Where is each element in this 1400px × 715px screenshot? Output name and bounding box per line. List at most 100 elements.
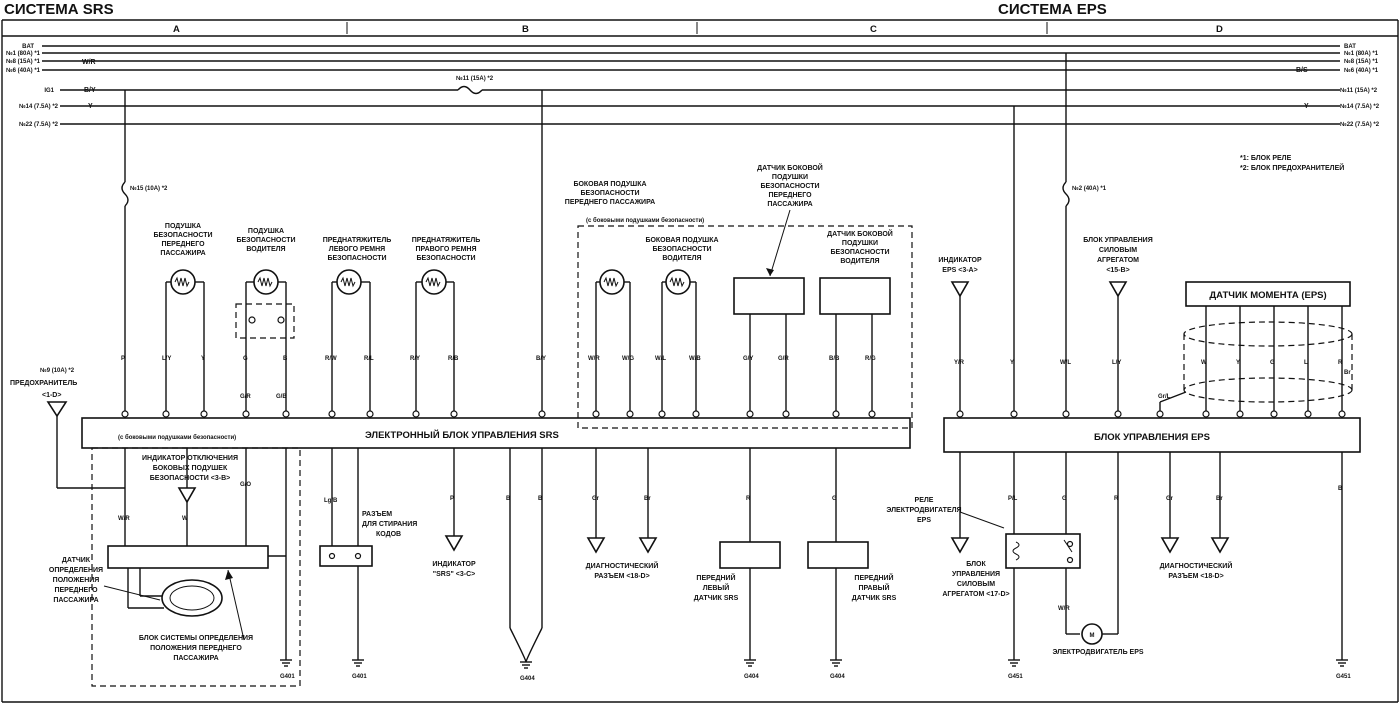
svg-text:№15 (10A) *2: №15 (10A) *2: [130, 185, 168, 192]
srs-control-unit: [81, 417, 911, 449]
svg-text:ПАССАЖИРА: ПАССАЖИРА: [767, 201, 812, 208]
pcm-bottom: БЛОК УПРАВЛЕНИЯ СИЛОВЫМ АГРЕГАТОМ <17-D>: [942, 452, 1010, 598]
svg-text:ПОЛОЖЕНИЯ ПЕРЕДНЕГО: ПОЛОЖЕНИЯ ПЕРЕДНЕГО: [150, 645, 242, 652]
svg-text:R/L: R/L: [364, 356, 374, 362]
right-pretensioner: ПРЕДНАТЯЖИТЕЛЬ ПРАВОГО РЕМНЯ БЕЗОПАСНОСТ…: [412, 237, 481, 418]
front-right-sensor: G ПЕРЕДНИЙ ПРАВЫЙ ДАТЧИК SRS: [807, 448, 897, 660]
svg-text:"SRS" <3-C>: "SRS" <3-C>: [433, 571, 475, 578]
svg-text:Br: Br: [644, 496, 651, 502]
svg-text:R/B: R/B: [448, 356, 459, 362]
svg-text:БЕЗОПАСНОСТИ <3-B>: БЕЗОПАСНОСТИ <3-B>: [150, 475, 231, 482]
eps-indicator: ИНДИКАТОР EPS <3-A>: [938, 257, 982, 418]
svg-text:СИЛОВЫМ: СИЛОВЫМ: [1099, 247, 1137, 254]
fuse-symbol-top: [457, 85, 483, 95]
position-unit: W/R W G/O ДАТЧИК ОПРЕДЕЛЕНИЯ ПОЛОЖЕНИЯ П…: [49, 448, 287, 662]
eps-ground: B: [1338, 452, 1343, 660]
svg-text:Y: Y: [201, 356, 205, 362]
eps-feeds: №2 (40A) *1: [1013, 53, 1107, 418]
svg-text:L/Y: L/Y: [162, 356, 171, 362]
svg-text:ПЕРЕДНЕГО: ПЕРЕДНЕГО: [161, 241, 205, 248]
svg-text:ИНДИКАТОР: ИНДИКАТОР: [432, 561, 476, 568]
srs-unit-note: (с боковыми подушками безопасности): [118, 434, 236, 441]
svg-text:ЛЕВЫЙ: ЛЕВЫЙ: [703, 583, 730, 592]
erase-connector: Lg/B РАЗЪЕМ ДЛЯ СТИРАНИЯ КОДОВ: [319, 448, 417, 660]
eps-unit-top-pins: [956, 410, 1346, 418]
svg-text:ПРЕДНАТЯЖИТЕЛЬ: ПРЕДНАТЯЖИТЕЛЬ: [412, 237, 481, 244]
svg-text:№14 (7.5A) *2: №14 (7.5A) *2: [1340, 103, 1380, 110]
svg-text:ДИАГНОСТИЧЕСКИЙ: ДИАГНОСТИЧЕСКИЙ: [1160, 561, 1233, 570]
svg-text:№22 (7.5A) *2: №22 (7.5A) *2: [1340, 121, 1380, 128]
column-label-a: A: [173, 24, 180, 35]
svg-text:КОДОВ: КОДОВ: [376, 531, 401, 538]
svg-text:ЭЛЕКТРОДВИГАТЕЛЬ EPS: ЭЛЕКТРОДВИГАТЕЛЬ EPS: [1052, 649, 1143, 656]
note-fuse-block: *2: БЛОК ПРЕДОХРАНИТЕЛЕЙ: [1240, 163, 1344, 172]
svg-text:№11 (15A) *2: №11 (15A) *2: [1340, 87, 1378, 94]
driver-airbag: ПОДУШКА БЕЗОПАСНОСТИ ВОДИТЕЛЯ G/R G/B: [235, 228, 296, 418]
svg-text:R/W: R/W: [325, 356, 337, 362]
svg-text:БЛОК: БЛОК: [966, 561, 986, 568]
ground-g401-b: [352, 659, 364, 667]
svg-text:G451: G451: [1336, 674, 1351, 680]
ground-g404-b: [744, 659, 756, 667]
svg-text:P/L: P/L: [1008, 496, 1018, 502]
svg-text:W/L: W/L: [1060, 360, 1071, 366]
svg-text:БЕЗОПАСНОСТИ: БЕЗОПАСНОСТИ: [236, 237, 295, 244]
svg-text:B: B: [538, 496, 543, 502]
svg-text:B/Y: B/Y: [84, 87, 96, 94]
svg-text:EPS <3-A>: EPS <3-A>: [942, 267, 977, 274]
svg-text:R/Y: R/Y: [410, 356, 420, 362]
svg-text:Gr: Gr: [592, 496, 600, 502]
svg-text:W/R: W/R: [1058, 606, 1070, 612]
svg-text:БЛОК СИСТЕМЫ ОПРЕДЕЛЕНИЯ: БЛОК СИСТЕМЫ ОПРЕДЕЛЕНИЯ: [139, 635, 253, 642]
svg-text:Br: Br: [1216, 496, 1223, 502]
svg-text:ДАТЧИК МОМЕНТА (EPS): ДАТЧИК МОМЕНТА (EPS): [1209, 290, 1326, 301]
svg-text:W/R: W/R: [82, 59, 96, 66]
svg-text:ВОДИТЕЛЯ: ВОДИТЕЛЯ: [840, 258, 879, 265]
svg-text:EPS: EPS: [917, 517, 931, 524]
svg-text:ИНДИКАТОР: ИНДИКАТОР: [938, 257, 982, 264]
svg-text:БЕЗОПАСНОСТИ: БЕЗОПАСНОСТИ: [830, 249, 889, 256]
passenger-airbag-squib: [170, 269, 196, 295]
svg-text:ПАССАЖИРА: ПАССАЖИРА: [160, 250, 205, 257]
svg-text:ПЕРЕДНЕГО: ПЕРЕДНЕГО: [54, 587, 98, 594]
svg-text:ДАТЧИК SRS: ДАТЧИК SRS: [852, 595, 897, 602]
srs-ground-twisted: B B: [506, 448, 543, 663]
svg-text:G: G: [832, 496, 837, 502]
eps-motor-relay: P/L G W/R M R ЭЛЕКТРОДВИГАТЕЛЬ EPS РЕЛЕ …: [886, 452, 1144, 660]
srs-indicator: P ИНДИКАТОР "SRS" <3-C>: [432, 448, 476, 578]
svg-text:ДИАГНОСТИЧЕСКИЙ: ДИАГНОСТИЧЕСКИЙ: [586, 561, 659, 570]
svg-text:№6 (40A) *1: №6 (40A) *1: [1344, 67, 1379, 74]
svg-text:№2 (40A) *1: №2 (40A) *1: [1072, 185, 1107, 192]
note-relay-block: *1: БЛОК РЕЛЕ: [1240, 155, 1292, 162]
svg-text:W: W: [182, 516, 188, 522]
svg-text:B/Y: B/Y: [536, 356, 546, 362]
side-sensor-passenger: ДАТЧИК БОКОВОЙ ПОДУШКИ БЕЗОПАСНОСТИ ПЕРЕ…: [733, 163, 823, 418]
svg-text:W/L: W/L: [655, 356, 666, 362]
svg-text:ПЕРЕДНЕГО: ПЕРЕДНЕГО: [768, 192, 812, 199]
svg-text:ПРЕДОХРАНИТЕЛЬ: ПРЕДОХРАНИТЕЛЬ: [10, 380, 77, 387]
eps-top-wire-labels: Y/R Y W/L L/Y W Y G L R Br: [954, 360, 1351, 376]
side-airbag-option-region: [577, 225, 913, 429]
svg-text:P: P: [121, 356, 125, 362]
svg-text:Y: Y: [88, 103, 93, 110]
svg-text:G404: G404: [520, 676, 535, 682]
svg-text:G: G: [1270, 360, 1275, 366]
svg-text:B: B: [506, 496, 511, 502]
svg-text:BAT: BAT: [22, 44, 34, 50]
svg-text:ДАТЧИК БОКОВОЙ: ДАТЧИК БОКОВОЙ: [757, 163, 823, 172]
svg-text:Y: Y: [1304, 103, 1309, 110]
svg-text:M: M: [1090, 633, 1095, 639]
svg-text:Br: Br: [1344, 370, 1351, 376]
svg-text:R: R: [746, 496, 751, 502]
torque-sensor: ДАТЧИК МОМЕНТА (EPS) Gr/L: [1158, 281, 1353, 418]
side-airbag-note: (с боковыми подушками безопасности): [586, 217, 704, 224]
svg-text:G/R: G/R: [240, 394, 251, 400]
svg-text:ВОДИТЕЛЯ: ВОДИТЕЛЯ: [662, 255, 701, 262]
svg-text:ПАССАЖИРА: ПАССАЖИРА: [173, 655, 218, 662]
svg-text:G/B: G/B: [276, 394, 287, 400]
side-airbag-driver: БОКОВАЯ ПОДУШКА БЕЗОПАСНОСТИ ВОДИТЕЛЯ: [645, 237, 719, 418]
svg-text:G/O: G/O: [240, 482, 251, 488]
svg-text:№6 (40A) *1: №6 (40A) *1: [6, 67, 41, 74]
svg-text:Lg/B: Lg/B: [324, 498, 338, 504]
eps-control-unit: [943, 417, 1361, 453]
